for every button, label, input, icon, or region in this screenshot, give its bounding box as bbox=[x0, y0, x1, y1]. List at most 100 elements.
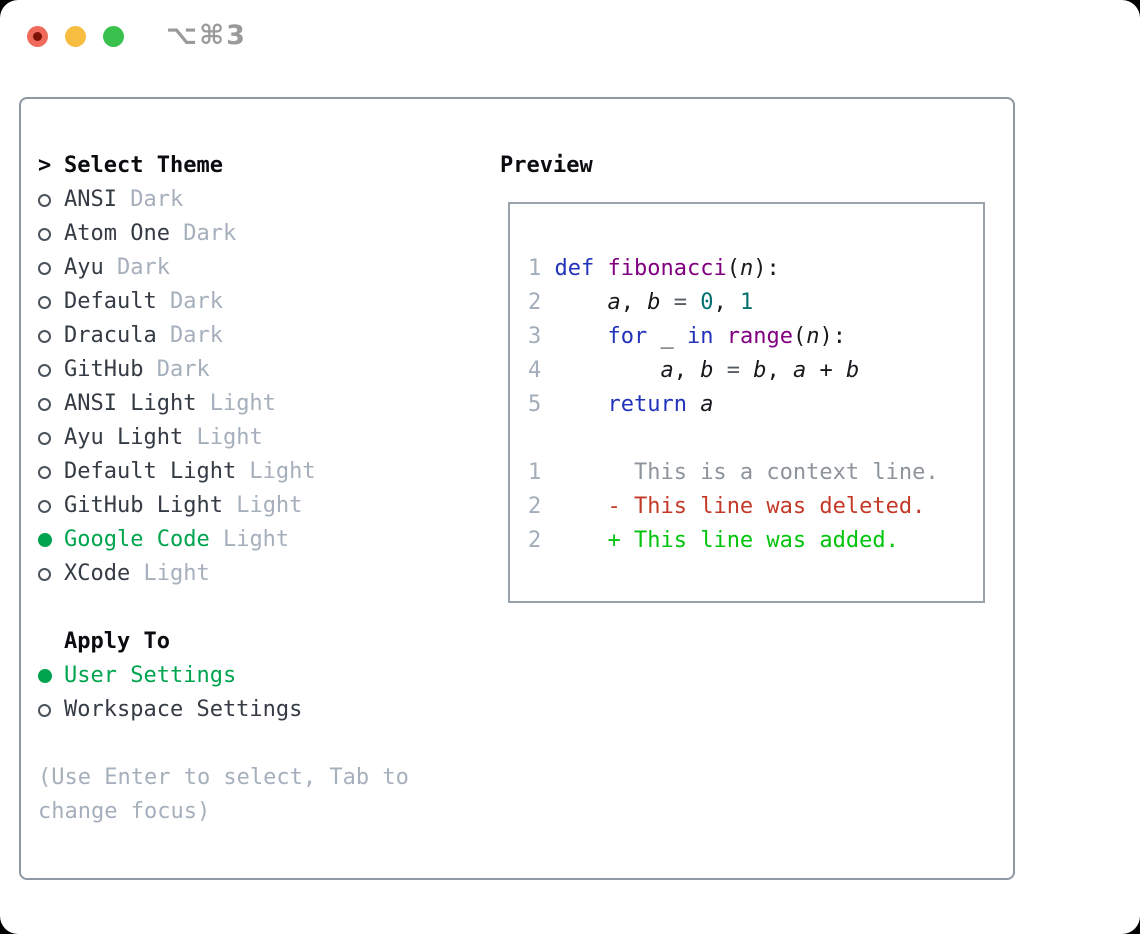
code-token-pln: , bbox=[673, 358, 701, 383]
radio-icon bbox=[38, 703, 64, 717]
traffic-light-close-button[interactable] bbox=[27, 26, 48, 47]
code-token-pun: = bbox=[673, 290, 687, 315]
code-token-pln bbox=[713, 324, 726, 349]
theme-variant-tag: Light bbox=[183, 425, 263, 450]
code-token-pln: , bbox=[620, 290, 648, 315]
option-label: User Settings bbox=[64, 663, 237, 688]
theme-option[interactable]: Default Light Light bbox=[38, 455, 488, 489]
radio-icon bbox=[38, 261, 64, 275]
radio-icon bbox=[38, 397, 64, 411]
theme-variant-tag: Dark bbox=[143, 357, 210, 382]
code-token-pln bbox=[594, 256, 607, 281]
code-line: 4 a, b = b, a + b bbox=[528, 354, 983, 388]
theme-list-header: Select Theme bbox=[64, 153, 223, 178]
code-line bbox=[528, 422, 983, 456]
code-token-pln: ( bbox=[792, 324, 807, 349]
line-number: 2 bbox=[528, 290, 542, 315]
code-token-var: n bbox=[806, 324, 820, 349]
theme-variant-tag: Dark bbox=[156, 289, 223, 314]
theme-option[interactable]: GitHub Light Light bbox=[38, 489, 488, 523]
theme-option[interactable]: Ayu Dark bbox=[38, 251, 488, 285]
line-number: 1 bbox=[528, 256, 542, 281]
theme-option[interactable]: Atom One Dark bbox=[38, 217, 488, 251]
theme-option[interactable]: Dracula Dark bbox=[38, 319, 488, 353]
line-number: 1 bbox=[528, 460, 542, 485]
code-token-var: a bbox=[660, 358, 674, 383]
line-number: 2 bbox=[528, 494, 542, 519]
radio-icon bbox=[38, 193, 64, 207]
code-token-typ: fibonacci bbox=[607, 256, 727, 281]
theme-option[interactable]: ANSI Dark bbox=[38, 183, 488, 217]
option-label: GitHub bbox=[64, 357, 144, 382]
option-label: Google Code bbox=[64, 527, 210, 552]
code-token-var: b bbox=[753, 358, 767, 383]
option-label: ANSI bbox=[64, 187, 117, 212]
code-token-pln: , bbox=[713, 290, 740, 315]
code-token-del: - This line was deleted. bbox=[607, 494, 926, 519]
theme-option[interactable]: Default Dark bbox=[38, 285, 488, 319]
apply-option[interactable]: User Settings bbox=[38, 659, 488, 693]
code-token-pln bbox=[541, 494, 607, 519]
code-line: 1 def fibonacci(n): bbox=[528, 252, 983, 286]
code-line: 5 return a bbox=[528, 388, 983, 422]
code-token-kwd: return bbox=[607, 392, 687, 417]
code-token-pln bbox=[541, 392, 607, 417]
option-label: GitHub Light bbox=[64, 493, 223, 518]
option-label: Default Light bbox=[64, 459, 237, 484]
theme-option[interactable]: Ayu Light Light bbox=[38, 421, 488, 455]
code-token-var: a bbox=[607, 290, 621, 315]
apply-to-header: Apply To bbox=[64, 629, 170, 654]
code-token-pln: ( bbox=[726, 256, 740, 281]
code-token-pln: , bbox=[766, 358, 793, 383]
apply-option[interactable]: Workspace Settings bbox=[38, 693, 488, 727]
code-token-pln bbox=[687, 392, 700, 417]
theme-option[interactable]: Google Code Light bbox=[38, 523, 488, 557]
code-token-pln: ): bbox=[753, 256, 780, 281]
code-line: 2 a, b = 0, 1 bbox=[528, 286, 983, 320]
code-line: 3 for _ in range(n): bbox=[528, 320, 983, 354]
theme-variant-tag: Light bbox=[222, 493, 303, 518]
theme-option[interactable]: GitHub Dark bbox=[38, 353, 488, 387]
code-line: 2 - This line was deleted. bbox=[528, 490, 983, 524]
code-line: 1 This is a context line. bbox=[528, 456, 983, 490]
radio-icon bbox=[38, 329, 64, 343]
theme-variant-tag: Dark bbox=[169, 221, 237, 246]
theme-variant-tag: Dark bbox=[103, 255, 170, 280]
radio-icon bbox=[38, 499, 64, 513]
theme-variant-tag: Light bbox=[209, 527, 290, 552]
code-token-typ: range bbox=[726, 324, 793, 349]
preview-header: Preview bbox=[500, 153, 593, 178]
theme-option[interactable]: ANSI Light Light bbox=[38, 387, 488, 421]
apply-to-header-row: Apply To bbox=[38, 625, 488, 659]
code-token-add: + This line was added. bbox=[607, 528, 899, 553]
theme-variant-tag: Light bbox=[130, 561, 210, 586]
radio-icon bbox=[38, 567, 64, 581]
option-label: Default bbox=[64, 289, 157, 314]
record-dot-icon bbox=[33, 32, 42, 41]
hint-line: (Use Enter to select, Tab to bbox=[38, 765, 409, 790]
code-token-ctx: This is a context line. bbox=[541, 460, 939, 485]
line-number: 2 bbox=[528, 528, 542, 553]
code-token-pln: ): bbox=[819, 324, 846, 349]
code-token-var: a bbox=[700, 392, 714, 417]
radio-selected-icon bbox=[38, 669, 64, 683]
theme-variant-tag: Dark bbox=[116, 187, 184, 212]
traffic-light-zoom-button[interactable] bbox=[103, 26, 124, 47]
option-label: Atom One bbox=[64, 221, 170, 246]
theme-variant-tag: Light bbox=[196, 391, 276, 416]
theme-list-header-row: >Select Theme bbox=[38, 149, 488, 183]
radio-icon bbox=[38, 363, 64, 377]
traffic-light-minimize-button[interactable] bbox=[65, 26, 86, 47]
theme-option[interactable]: XCode Light bbox=[38, 557, 488, 591]
spacer bbox=[38, 591, 488, 625]
code-token-pln: + bbox=[806, 358, 846, 383]
code-token-pln bbox=[687, 290, 700, 315]
code-token-pln bbox=[541, 290, 607, 315]
code-token-var: b bbox=[845, 358, 860, 383]
